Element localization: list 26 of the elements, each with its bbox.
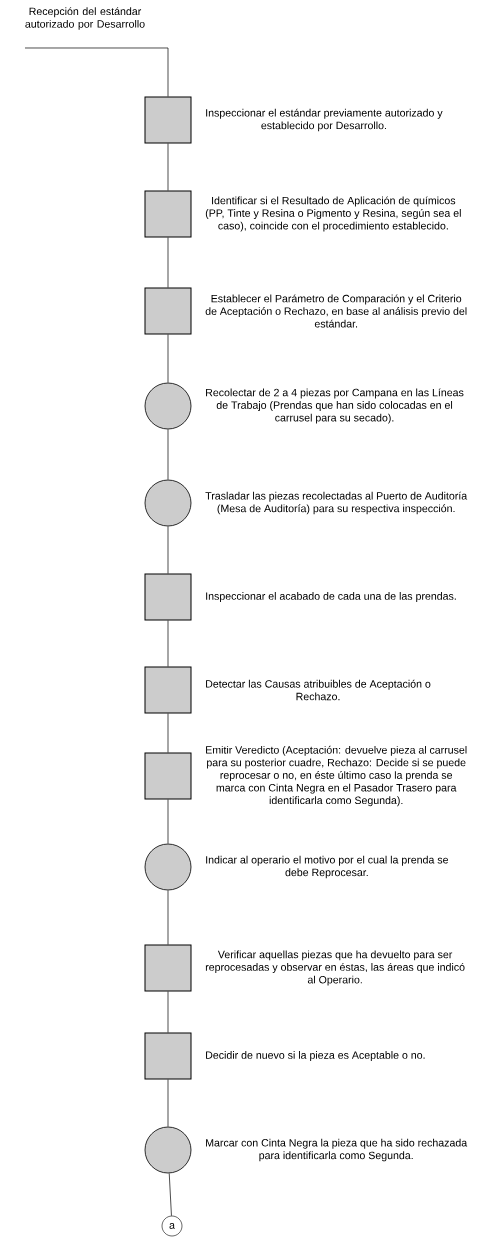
step-description: Marcar con Cinta Negra la pieza que ha sido rechazada para identificarla como Segunda. <box>206 1138 468 1162</box>
step-description: Identificar si el Resultado de Aplicación de químicos (PP, Tinte y Resina o Pigmento y Resina, según sea el caso), coincide con el procedimiento establecido. <box>205 196 461 232</box>
connector-line <box>167 237 169 288</box>
step-description: Decidir de nuevo si la pieza es Aceptable o no. <box>206 1051 425 1061</box>
connector-line <box>167 334 169 383</box>
step-description: Inspeccionar el acabado de cada una de las prendas. <box>206 592 456 602</box>
step-description: Emitir Veredicto (Aceptación: devuelve pieza al carrusel para su posterior cuadre, Rechazo: Decide si se puede reprocesar o no, en éste último caso la prenda se marca con Cinta Negra en el Pasador Trasero para identificarla como Segunda). <box>206 745 467 807</box>
connector-line <box>24 47 169 97</box>
connector-line <box>168 1173 172 1217</box>
start-text: Recepción del estándar autorizado por Desarrollo <box>25 7 145 30</box>
step-description: Recolectar de 2 a 4 piezas por Campana en las Líneas de Trabajo (Prendas que han sido colocadas en el carrusel para su secado). <box>206 388 464 424</box>
step-description: Verificar aquellas piezas que ha devuelto para ser reprocesadas y observar en éstas, las áreas que indicó al Operario. <box>205 950 465 986</box>
step-description: Detectar las Causas atribuibles de Aceptación o Rechazo. <box>206 679 431 701</box>
connector-line <box>167 143 169 191</box>
connector-line <box>167 991 169 1033</box>
step-description: Trasladar las piezas recolectadas al Puerto de Auditoría (Mesa de Auditoría) para su respectiva inspección. <box>205 491 468 515</box>
connector-line <box>167 890 169 945</box>
connector-line <box>167 526 169 574</box>
step-description: Indicar al operario el motivo por el cual la prenda se debe Reprocesar. <box>206 855 449 879</box>
connector-line <box>167 799 169 844</box>
connector-line <box>167 429 169 480</box>
connector-line <box>167 620 169 667</box>
connector-line <box>167 713 169 753</box>
step-description: Establecer el Parámetro de Comparación y el Criterio de Aceptación o Rechazo, en base al análisis previo del estándar. <box>205 294 467 328</box>
connector-line <box>167 1079 169 1127</box>
step-description: Inspeccionar el estándar previamente autorizado y establecido por Desarrollo. <box>206 108 443 132</box>
